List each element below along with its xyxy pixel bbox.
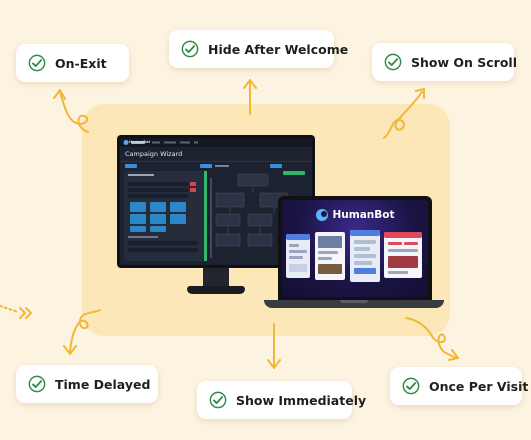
option-label: On-Exit bbox=[55, 55, 107, 71]
option-time-delayed[interactable]: Time Delayed bbox=[16, 365, 158, 403]
curly-arrow-icon bbox=[53, 89, 89, 133]
check-badge-icon bbox=[402, 377, 420, 395]
curly-arrow-icon bbox=[63, 309, 101, 355]
option-hide-after-welcome[interactable]: Hide After Welcome bbox=[169, 30, 348, 68]
check-badge-icon bbox=[28, 54, 46, 72]
check-badge-icon bbox=[28, 375, 46, 393]
check-badge-icon bbox=[209, 391, 227, 409]
option-label: Hide After Welcome bbox=[208, 41, 349, 57]
option-label: Once Per Visit bbox=[429, 378, 529, 394]
option-label: Show Immediately bbox=[236, 392, 367, 408]
down-arrow-icon bbox=[267, 323, 281, 369]
humanbot-logo-icon bbox=[316, 209, 329, 221]
option-show-immediately[interactable]: Show Immediately bbox=[197, 381, 366, 419]
monitor-stand-base bbox=[187, 286, 245, 294]
monitor-stand bbox=[203, 268, 229, 288]
laptop-notch bbox=[340, 300, 368, 303]
laptop-brand: HumanBot bbox=[282, 208, 428, 222]
option-label: Time Delayed bbox=[55, 376, 151, 392]
brand-name: HumanBot bbox=[332, 209, 395, 221]
page-title: Campaign Wizard bbox=[125, 150, 183, 158]
app-name: HumanBot bbox=[129, 140, 151, 144]
option-once-per-visit[interactable]: Once Per Visit bbox=[390, 367, 528, 405]
chat-widgets-preview bbox=[286, 230, 422, 282]
dotted-arrow-icon bbox=[0, 305, 32, 319]
check-badge-icon bbox=[384, 53, 402, 71]
up-arrow-icon bbox=[243, 79, 257, 115]
curly-arrow-icon bbox=[383, 88, 425, 139]
curly-arrow-icon bbox=[405, 317, 459, 361]
option-label: Show On Scroll bbox=[411, 54, 517, 70]
laptop-screen: HumanBot bbox=[282, 200, 428, 297]
laptop-base bbox=[264, 300, 444, 308]
wizard-mockup bbox=[120, 138, 312, 261]
option-on-exit[interactable]: On-Exit bbox=[16, 44, 129, 82]
laptop: HumanBot bbox=[278, 196, 432, 301]
option-show-on-scroll[interactable]: Show On Scroll bbox=[372, 43, 517, 81]
check-badge-icon bbox=[181, 40, 199, 58]
